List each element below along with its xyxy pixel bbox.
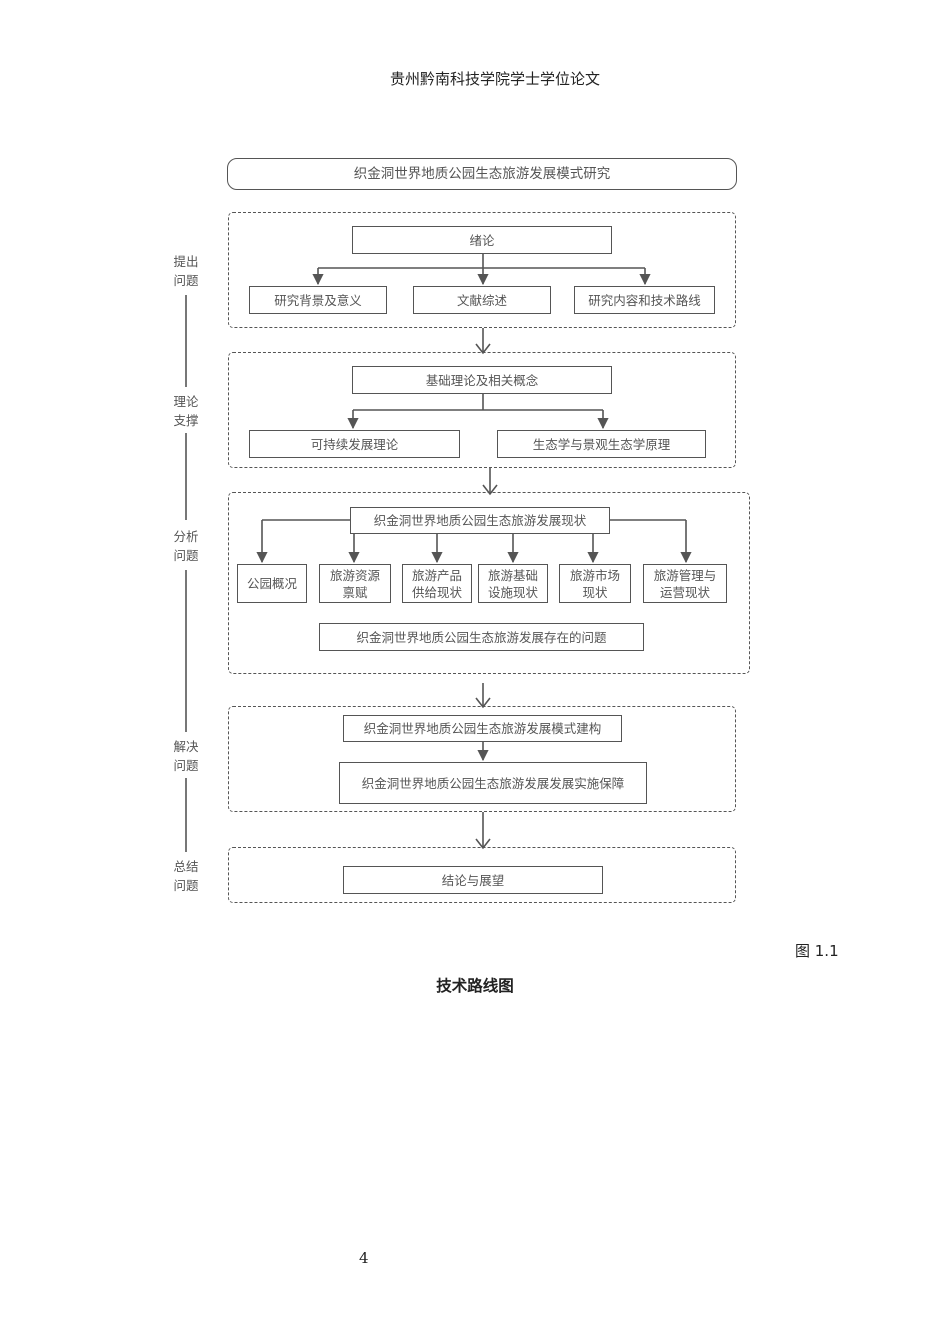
group-frame-3 [228,492,750,674]
node-product-supply: 旅游产品 供给现状 [402,564,472,603]
arrowhead-open [475,697,491,709]
page-number: 4 [359,1249,369,1267]
node-research-route: 研究内容和技术路线 [574,286,715,314]
node-implementation-guarantee: 织金洞世界地质公园生态旅游发展发展实施保障 [339,762,647,804]
diagram-title: 织金洞世界地质公园生态旅游发展模式研究 [227,158,737,190]
figure-number: 图 1.1 [795,942,839,960]
stage-label-theory: 理论 支撑 [173,394,199,428]
group-frame-1 [228,212,736,328]
stage-label-analyze: 分析 问题 [173,529,199,563]
arrowhead-open [482,484,498,496]
node-model-construction: 织金洞世界地质公园生态旅游发展模式建构 [343,715,622,742]
node-sustainable-theory: 可持续发展理论 [249,430,460,458]
arrowhead-open [475,838,491,850]
node-background: 研究背景及意义 [249,286,387,314]
node-status: 织金洞世界地质公园生态旅游发展现状 [350,507,610,534]
node-basic-theory: 基础理论及相关概念 [352,366,612,394]
figure-title: 技术路线图 [436,977,514,995]
node-conclusion: 结论与展望 [343,866,603,894]
group-frame-5 [228,847,736,903]
group-frame-4 [228,706,736,812]
stage-label-conclude: 总结 问题 [173,859,199,893]
arrowhead-open [475,343,491,355]
node-ecology-principle: 生态学与景观生态学原理 [497,430,706,458]
node-management: 旅游管理与 运营现状 [643,564,727,603]
node-park-overview: 公园概况 [237,564,307,603]
stage-label-propose: 提出 问题 [173,254,199,288]
group-frame-2 [228,352,736,468]
stage-label-solve: 解决 问题 [173,739,199,773]
document-header: 贵州黔南科技学院学士学位论文 [389,70,600,88]
node-problems: 织金洞世界地质公园生态旅游发展存在的问题 [319,623,644,651]
node-market: 旅游市场 现状 [559,564,631,603]
node-literature: 文献综述 [413,286,551,314]
node-infrastructure: 旅游基础 设施现状 [478,564,548,603]
node-resource-endowment: 旅游资源 禀赋 [319,564,391,603]
node-introduction: 绪论 [352,226,612,254]
